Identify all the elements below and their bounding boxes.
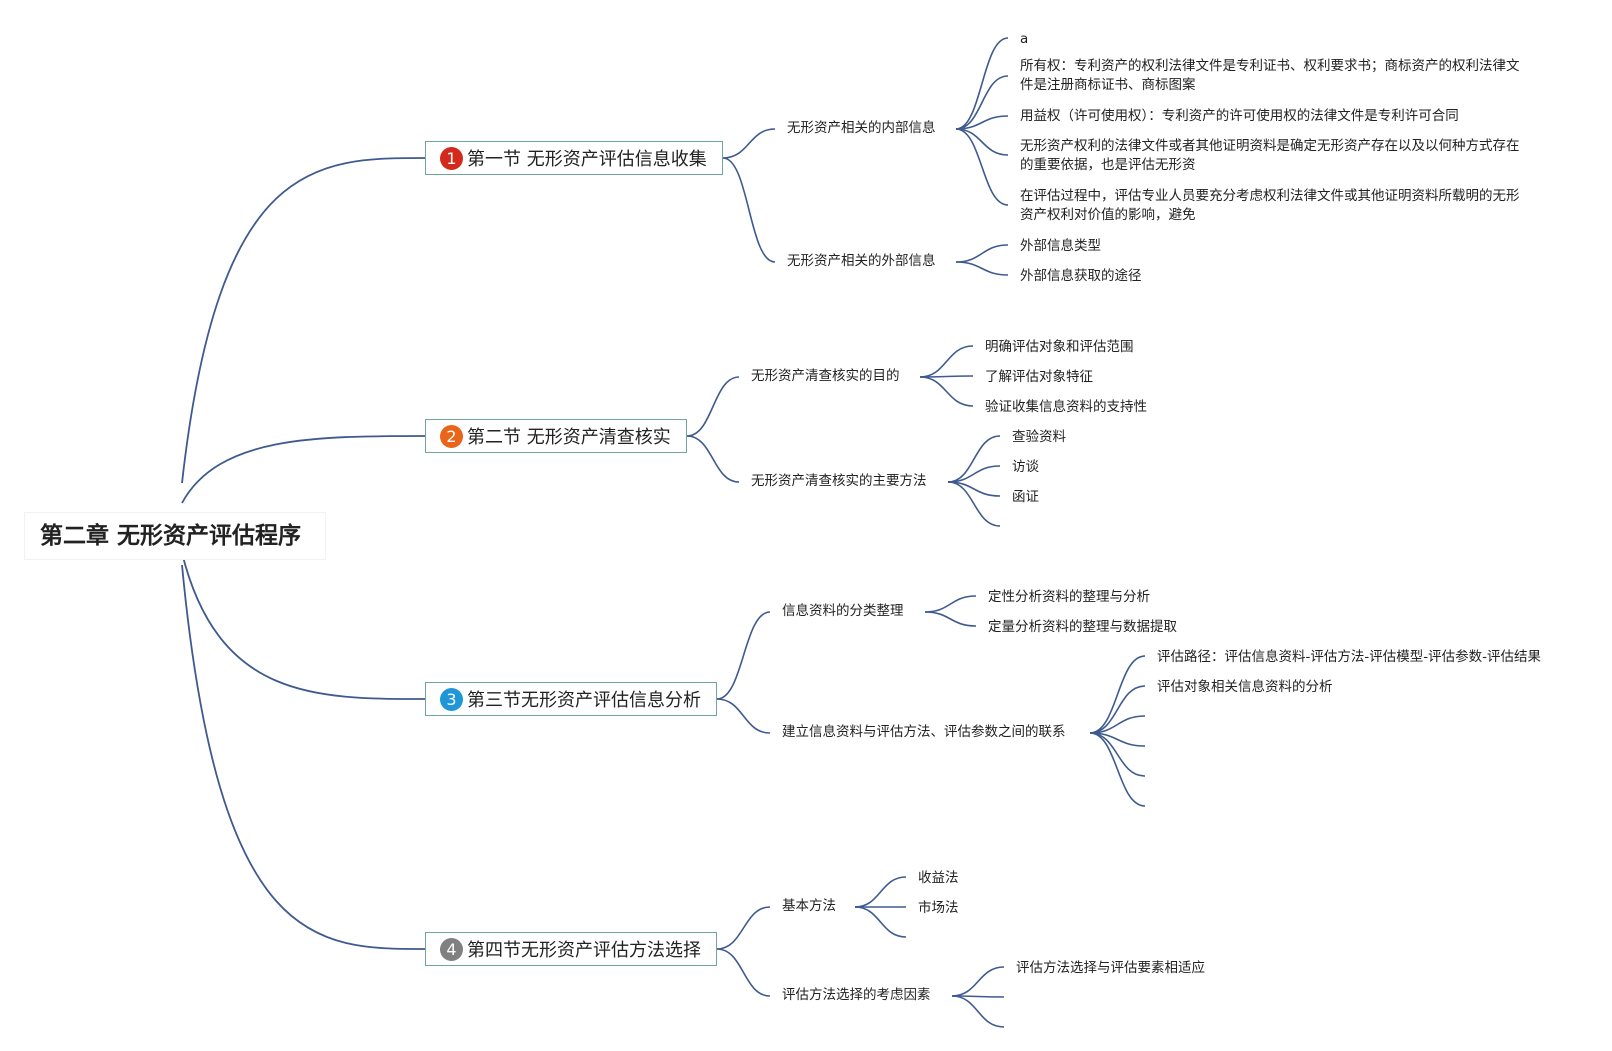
subtopic-3-1-leaf-connector-1 <box>924 595 977 613</box>
number-badge-icon: 1 <box>440 146 463 170</box>
subtopic-3-2-leaf-connector-1 <box>1089 655 1146 734</box>
subtopic-4-1-leaf-connector-1 <box>854 876 907 908</box>
number-badge-icon: 3 <box>440 687 463 711</box>
subtopic-label[interactable]: 信息资料的分类整理 <box>782 603 904 619</box>
subtopic-1-1-leaf-connector-1 <box>955 37 1009 130</box>
leaf-topic[interactable]: 市场法 <box>918 900 959 916</box>
subtopic-label[interactable]: 评估方法选择的考虑因素 <box>782 987 931 1003</box>
subtopic-1-2-leaf-connector-1 <box>955 244 1009 263</box>
section-title: 第四节无形资产评估方法选择 <box>467 940 701 961</box>
leaf-topic[interactable]: 了解评估对象特征 <box>985 369 1093 385</box>
subtopic-1-1-leaf-connector-2 <box>955 75 1009 130</box>
subtopic-3-1-leaf-connector-2 <box>924 611 977 627</box>
section-1-branch-2 <box>722 157 776 263</box>
subtopic-4-2-leaf-connector-1 <box>951 966 1005 997</box>
section-title: 第三节无形资产评估信息分析 <box>467 690 701 711</box>
number-badge-icon: 2 <box>440 424 463 448</box>
leaf-topic[interactable]: 定性分析资料的整理与分析 <box>988 589 1150 605</box>
subtopic-2-2-leaf-connector-4 <box>947 481 1001 527</box>
subtopic-label[interactable]: 建立信息资料与评估方法、评估参数之间的联系 <box>782 724 1066 740</box>
subtopic-1-1-leaf-connector-4 <box>955 128 1009 156</box>
subtopic-1-1-leaf-connector-3 <box>955 115 1009 130</box>
root-topic[interactable]: 第二章 无形资产评估程序 <box>25 513 325 559</box>
leaf-topic[interactable]: a <box>1020 31 1029 47</box>
leaf-topic[interactable]: 验证收集信息资料的支持性 <box>985 399 1147 415</box>
leaf-topic[interactable]: 函证 <box>1012 489 1039 505</box>
subtopic-2-1-leaf-connector-1 <box>919 345 974 378</box>
section-4-branch-1 <box>716 906 771 950</box>
section-1-branch-1 <box>722 128 776 159</box>
section-3-branch-2 <box>716 698 771 734</box>
section-2-branch-1 <box>686 376 740 437</box>
subtopic-2-2-leaf-connector-1 <box>947 435 1001 483</box>
section-3-branch-1 <box>716 611 771 700</box>
subtopic-3-2-leaf-connector-6 <box>1089 732 1146 807</box>
section-title: 第一节 无形资产评估信息收集 <box>467 149 707 170</box>
subtopic-1-2-leaf-connector-2 <box>955 261 1009 276</box>
leaf-topic[interactable]: 定量分析资料的整理与数据提取 <box>988 619 1177 635</box>
leaf-topic[interactable]: 评估方法选择与评估要素相适应 <box>1016 960 1205 976</box>
leaf-topic[interactable]: 访谈 <box>1012 459 1039 475</box>
leaf-topic[interactable]: 外部信息获取的途径 <box>1020 268 1142 284</box>
leaf-topic[interactable]: 评估路径：评估信息资料-评估方法-评估模型-评估参数-评估结果 <box>1157 649 1541 665</box>
subtopic-label[interactable]: 基本方法 <box>782 898 836 914</box>
root-connector-4 <box>181 564 426 950</box>
leaf-topic[interactable]: 收益法 <box>918 870 959 886</box>
leaf-topic[interactable]: 评估对象相关信息资料的分析 <box>1157 679 1333 695</box>
subtopic-label[interactable]: 无形资产清查核实的主要方法 <box>751 473 927 489</box>
subtopic-3-2-leaf-connector-2 <box>1089 685 1146 734</box>
leaf-topic[interactable]: 明确评估对象和评估范围 <box>985 339 1134 355</box>
leaf-topic[interactable]: 所有权：专利资产的权利法律文件是专利证书、权利要求书；商标资产的权利法律文件是注… <box>1020 58 1520 93</box>
subtopic-2-1-leaf-connector-3 <box>919 376 974 407</box>
leaf-topic[interactable]: 查验资料 <box>1012 429 1066 445</box>
subtopic-1-1-leaf-connector-5 <box>955 128 1009 206</box>
subtopic-label[interactable]: 无形资产清查核实的目的 <box>751 368 900 384</box>
leaf-topic[interactable]: 无形资产权利的法律文件或者其他证明资料是确定无形资产存在以及以何种方式存在的重要… <box>1020 138 1520 173</box>
section-title: 第二节 无形资产清查核实 <box>467 427 671 448</box>
leaf-topic[interactable]: 在评估过程中，评估专业人员要充分考虑权利法律文件或其他证明资料所载明的无形资产权… <box>1020 188 1520 223</box>
subtopic-4-1-leaf-connector-3 <box>854 906 907 938</box>
subtopic-label[interactable]: 无形资产相关的外部信息 <box>787 253 936 269</box>
number-badge-icon: 4 <box>440 937 463 961</box>
root-connector-3 <box>181 552 426 700</box>
section-4-branch-2 <box>716 948 771 997</box>
subtopic-label[interactable]: 无形资产相关的内部信息 <box>787 120 936 136</box>
root-connector-1 <box>181 157 426 484</box>
section-2-branch-2 <box>686 435 740 483</box>
subtopic-4-2-leaf-connector-3 <box>951 995 1005 1028</box>
leaf-topic[interactable]: 用益权（许可使用权）：专利资产的许可使用权的法律文件是专利许可合同 <box>1020 108 1459 124</box>
leaf-topic[interactable]: 外部信息类型 <box>1020 238 1101 254</box>
root-connector-2 <box>181 435 426 504</box>
